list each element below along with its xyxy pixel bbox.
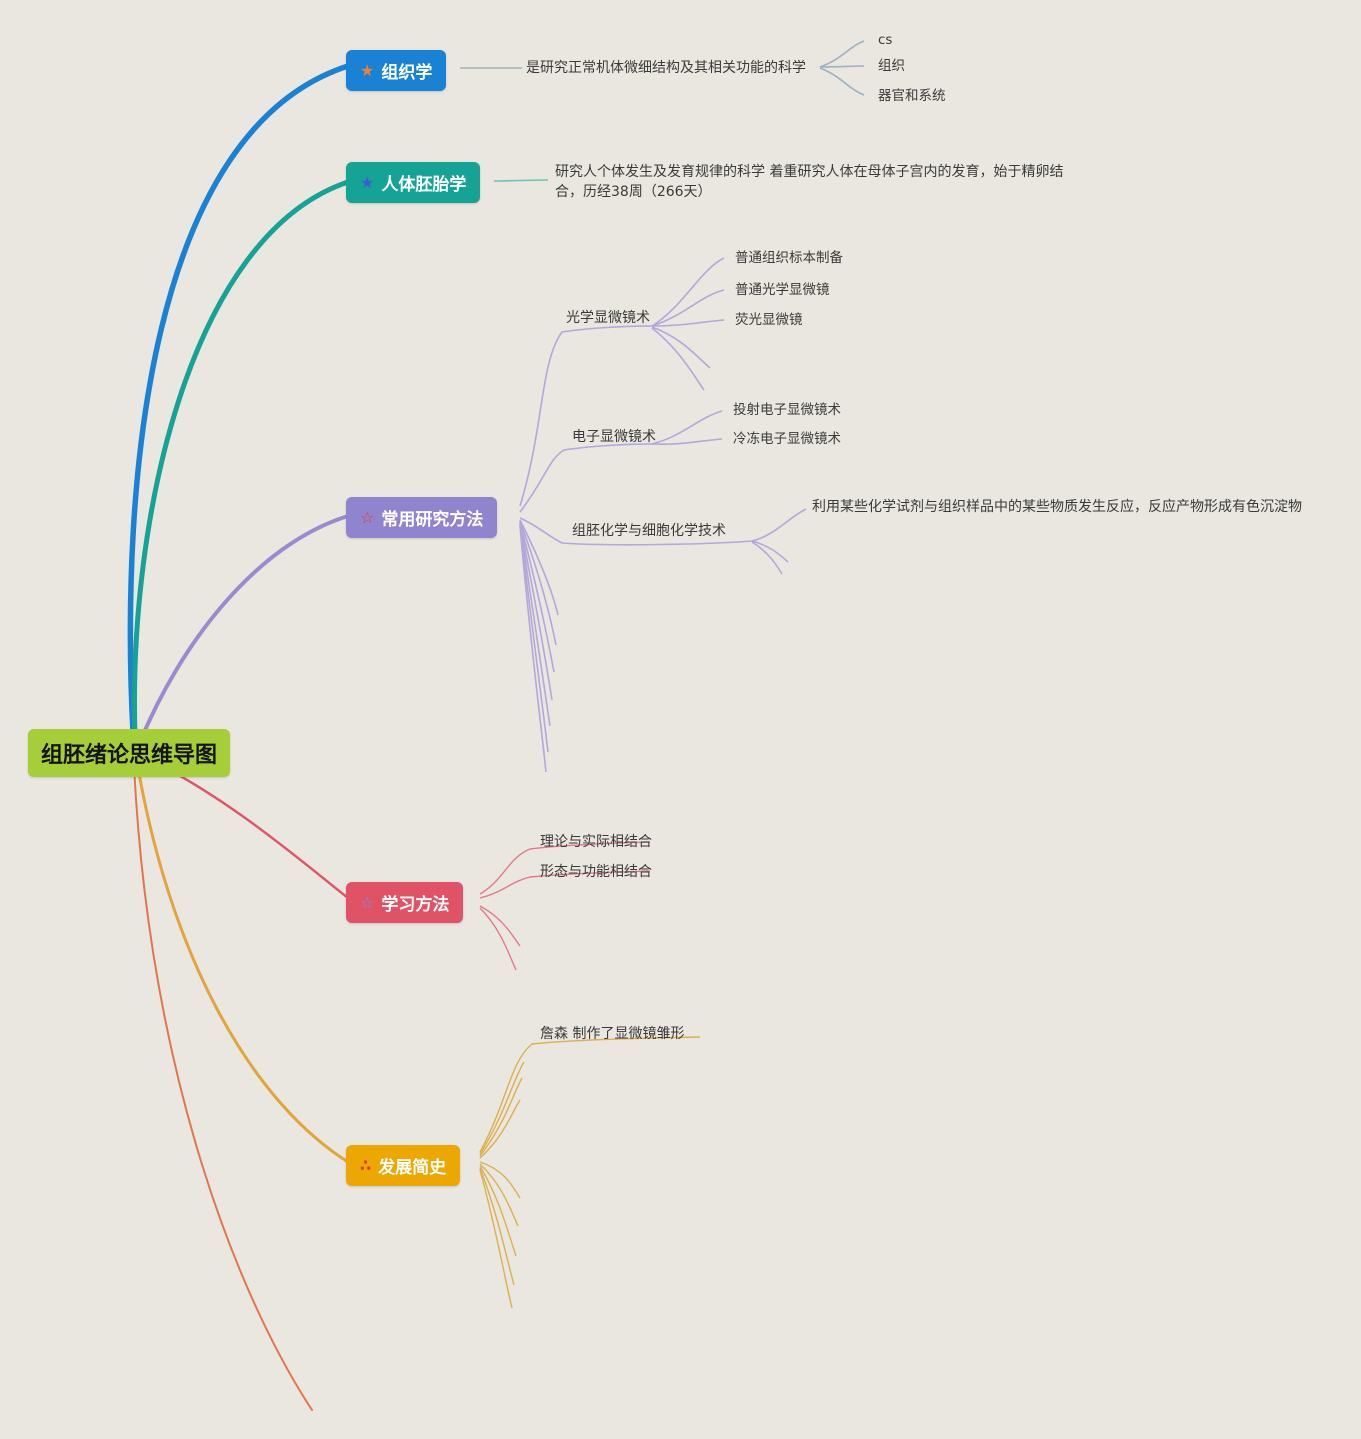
topic-embryology-definition[interactable]: 研究人个体发生及发育规律的科学 着重研究人体在母体子宫内的发育，始于精卵结合，历… (555, 164, 1064, 201)
topic-transmission-em[interactable]: 投射电子显微镜术 (733, 402, 841, 418)
branch-embryology-label: 人体胚胎学 (381, 175, 467, 195)
topic-theory-practice[interactable]: 理论与实际相结合 (540, 834, 652, 850)
root-label: 组胚绪论思维导图 (41, 743, 218, 768)
topic-histology-definition[interactable]: 是研究正常机体微细结构及其相关功能的科学 (526, 60, 806, 76)
edges-embryology (493, 179, 549, 182)
spark-icon: ∴ (360, 1155, 372, 1175)
topic-form-function[interactable]: 形态与功能相结合 (540, 864, 652, 880)
topic-cs[interactable]: cs (878, 32, 893, 48)
edges-root (127, 63, 351, 1411)
edges-histology (460, 40, 865, 96)
edges-history (479, 1036, 701, 1309)
topic-tissue[interactable]: 组织 (878, 58, 905, 74)
topic-organs-systems[interactable]: 器官和系统 (878, 88, 946, 104)
branch-history[interactable]: ∴ 发展简史 (346, 1145, 461, 1186)
topic-specimen-prep[interactable]: 普通组织标本制备 (735, 250, 843, 266)
branch-methods-label: 常用研究方法 (381, 510, 484, 530)
branch-study-label: 学习方法 (381, 895, 450, 915)
branch-history-label: 发展简史 (378, 1158, 447, 1178)
topic-light-microscopy[interactable]: 光学显微镜术 (566, 310, 650, 326)
topic-histochemistry[interactable]: 组胚化学与细胞化学技术 (572, 523, 726, 539)
topic-fluorescence-microscope[interactable]: 荧光显微镜 (735, 312, 803, 328)
topic-histochemistry-detail[interactable]: 利用某些化学试剂与组织样品中的某些物质发生反应，反应产物形成有色沉淀物 (812, 499, 1302, 515)
topic-electron-microscopy[interactable]: 电子显微镜术 (572, 429, 656, 445)
star-outline-icon: ☆ (360, 507, 375, 527)
branch-embryology[interactable]: ★ 人体胚胎学 (346, 162, 481, 203)
topic-light-microscope[interactable]: 普通光学显微镜 (735, 282, 830, 298)
edges-study (479, 841, 651, 971)
branch-study[interactable]: ☆ 学习方法 (346, 882, 464, 923)
branch-histology-label: 组织学 (381, 63, 433, 83)
branch-methods[interactable]: ☆ 常用研究方法 (346, 497, 498, 538)
star-icon: ★ (360, 60, 375, 80)
topic-cryo-em[interactable]: 冷冻电子显微镜术 (733, 431, 841, 447)
star-outline-icon: ☆ (360, 892, 375, 912)
branch-histology[interactable]: ★ 组织学 (346, 50, 447, 91)
edges-methods (519, 257, 807, 773)
star-icon: ★ (360, 172, 375, 192)
root-node[interactable]: 组胚绪论思维导图 (28, 729, 231, 777)
topic-janssen-microscope[interactable]: 詹森 制作了显微镜雏形 (540, 1026, 685, 1042)
